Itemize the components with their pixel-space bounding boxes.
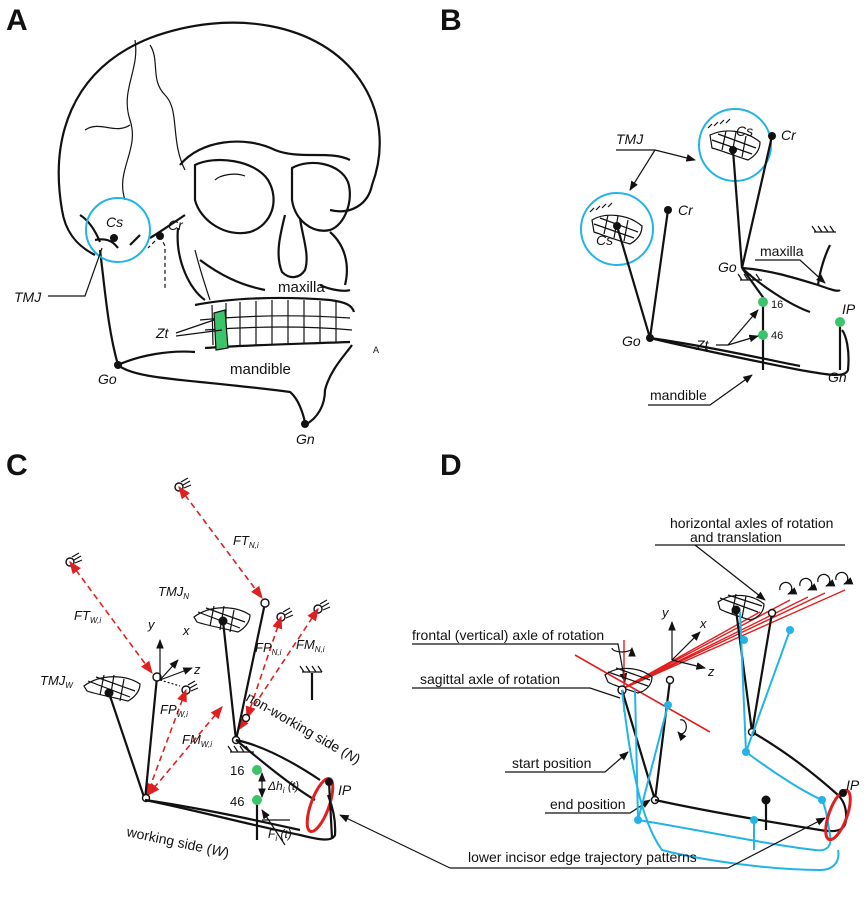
c-f-i-label: Fi (t) <box>268 827 292 843</box>
c-working-label: working side (W) <box>124 823 230 861</box>
maxilla-label: maxilla <box>278 279 325 296</box>
skull-drawing <box>48 21 381 428</box>
d-y-axis-label: y <box>661 605 670 620</box>
b-go-upper-label: Go <box>718 259 737 275</box>
c-ip-label: IP <box>338 782 352 798</box>
d-horizontal-axles-line1: horizontal axles of rotation <box>670 515 833 531</box>
c-fp-n-label: FPN,i <box>255 640 282 657</box>
b-cr-upper-label: Cr <box>781 127 797 143</box>
b-go-lower-label: Go <box>622 333 641 349</box>
panel-b-label: B <box>440 4 462 37</box>
b-maxilla-label: maxilla <box>760 243 804 259</box>
d-ip-label: IP <box>846 777 860 793</box>
cs-label: Cs <box>106 214 123 230</box>
c-y-axis-label: y <box>147 617 156 632</box>
c-x-axis-label: x <box>182 623 190 638</box>
go-label: Go <box>98 371 117 387</box>
trajectory-callout: lower incisor edge trajectory patterns <box>339 814 826 869</box>
d-start-position-label: start position <box>512 755 591 771</box>
c-z-axis-label: z <box>193 662 201 677</box>
d-horizontal-axles-line2: and translation <box>690 529 782 545</box>
c-non-working-label: non-working side (N) <box>244 689 364 767</box>
ft-w-anchor <box>65 552 83 567</box>
panel-a-label: A <box>6 4 28 37</box>
panel-d: D <box>412 449 860 872</box>
c-ft-n-label: FTN,i <box>233 533 259 550</box>
c-delta-h-label: Δhi (t) <box>267 779 299 795</box>
b-zt-label: Zt <box>695 337 710 353</box>
gn-label: Gn <box>296 431 315 447</box>
tmj-label: TMJ <box>14 289 42 305</box>
panel-c: C <box>6 449 363 861</box>
c-fm-w-label: FMW,i <box>182 732 212 749</box>
panel-a: A <box>6 4 381 447</box>
c-tooth-46-label: 46 <box>230 794 244 809</box>
panel-d-label: D <box>440 449 462 482</box>
d-frontal-axle-label: frontal (vertical) axle of rotation <box>412 627 604 643</box>
d-z-axis-label: z <box>707 664 715 679</box>
b-tooth-46-label: 46 <box>771 330 783 342</box>
c-fp-w-label: FPW,i <box>160 702 188 719</box>
c-tooth-16-label: 16 <box>230 763 244 778</box>
panel-c-drawing <box>65 477 337 846</box>
b-cr-lower-label: Cr <box>678 202 694 218</box>
b-tooth-16-label: 16 <box>771 299 783 311</box>
c-tmj-w-label: TMJW <box>40 673 74 690</box>
c-tmj-n-label: TMJN <box>158 584 189 601</box>
fp-n-anchor <box>276 607 294 622</box>
c-ft-w-label: FTW,i <box>74 608 101 625</box>
b-mandible-label: mandible <box>650 387 707 403</box>
d-x-axis-label: x <box>699 616 707 631</box>
c-fm-n-label: FMN,i <box>296 637 325 654</box>
b-gn-label: Gn <box>828 369 847 385</box>
zt-label: Zt <box>155 325 170 341</box>
panel-c-label: C <box>6 449 28 482</box>
tmj-highlight-circle <box>85 197 151 263</box>
ft-n-anchor <box>174 477 192 492</box>
panel-b: B <box>440 4 856 406</box>
b-tmj-label: TMJ <box>616 131 644 147</box>
b-cs-upper-label: Cs <box>736 123 753 139</box>
cr-label: Cr <box>168 217 184 233</box>
trajectory-label: lower incisor edge trajectory patterns <box>468 849 697 865</box>
small-a-mark: A <box>373 345 379 355</box>
d-end-position-label: end position <box>550 796 626 812</box>
b-ip-label: IP <box>842 301 856 317</box>
d-sagittal-axle-label: sagittal axle of rotation <box>420 671 560 687</box>
mandible-label: mandible <box>230 361 291 378</box>
panel-d-drawing <box>412 544 854 872</box>
panel-b-drawing <box>580 108 850 406</box>
b-cs-lower-label: Cs <box>596 232 613 248</box>
